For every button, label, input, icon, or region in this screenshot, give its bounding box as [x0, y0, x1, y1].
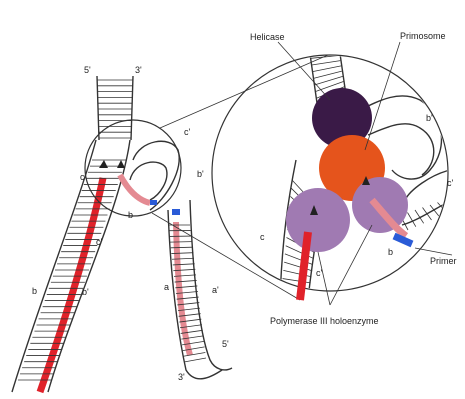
base-pair-rung [313, 66, 342, 72]
arrow-leading [99, 160, 108, 168]
callout-helicase [278, 42, 330, 100]
base-pair-rung [184, 358, 206, 362]
lagging-loop-small [120, 141, 179, 210]
label-a-right: a [164, 282, 169, 292]
label-b-small: b [128, 210, 133, 220]
arrow-lagging [117, 160, 125, 168]
label-b-prime-small: b' [197, 169, 204, 179]
label-b-zoom: b [388, 247, 393, 257]
label-polymerase: Polymerase III holoenzyme [270, 316, 379, 326]
primer-small [150, 200, 157, 205]
label-a-prime-right: a' [212, 285, 219, 295]
zoom-primer [394, 236, 412, 244]
callout-primer [415, 248, 452, 255]
base-pair-rung [445, 200, 455, 210]
leading-strand [40, 178, 103, 392]
label-5prime-bottom: 5' [222, 339, 229, 349]
base-pair-rung [310, 50, 339, 51]
base-pair-rung [313, 71, 341, 78]
base-pair-rung [312, 61, 341, 65]
label-c-prime-small: c' [184, 127, 191, 137]
callout-polymerase-left [318, 252, 330, 305]
label-5prime-top: 5' [84, 65, 91, 75]
left-duplex [12, 140, 130, 392]
label-b-prime-left: b' [82, 287, 89, 297]
label-c-prime-zoom-right: c' [447, 178, 454, 188]
right-duplex [168, 200, 232, 379]
label-3prime-top: 3' [135, 65, 142, 75]
label-c-zoom: c [260, 232, 265, 242]
label-b-left: b [32, 286, 37, 296]
label-c-prime-arrow: c' [96, 237, 103, 247]
label-helicase: Helicase [250, 32, 285, 42]
label-3prime-bottom: 3' [178, 372, 185, 382]
label-c-left: c [80, 172, 85, 182]
label-primer: Primer [430, 256, 457, 266]
polymerase-protein-left [286, 188, 350, 252]
primer-marker [172, 209, 180, 215]
okazaki-fragment-loop [120, 175, 150, 203]
label-primosome: Primosome [400, 31, 446, 41]
base-pair-rung [170, 242, 192, 243]
label-b-prime-zoom: b' [426, 113, 433, 123]
label-c-prime-zoom-bottom: c' [316, 268, 323, 278]
base-pair-rung [423, 208, 432, 221]
